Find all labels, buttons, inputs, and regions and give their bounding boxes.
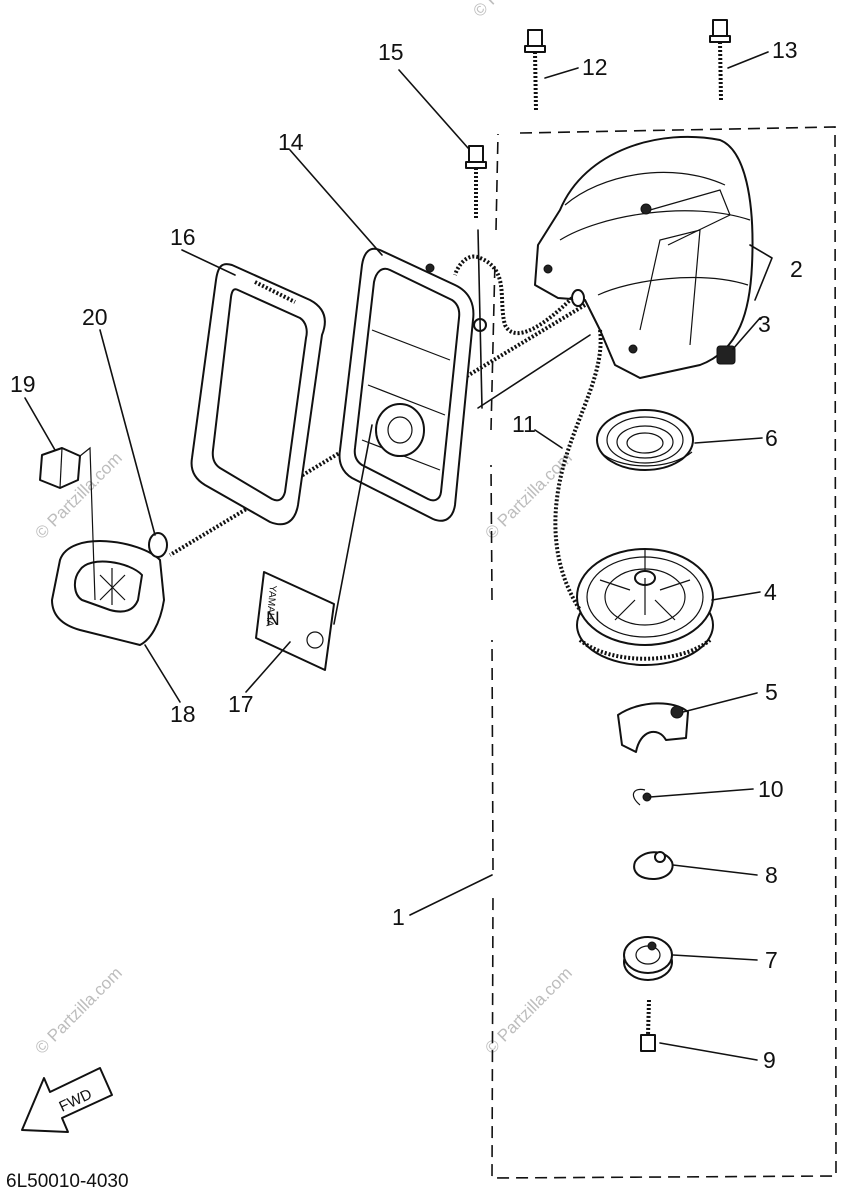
pawl-spring: [632, 788, 646, 806]
callout-1: 1: [392, 904, 405, 930]
callout-18: 18: [170, 701, 196, 727]
bolt-15: [465, 145, 487, 220]
assembly-boundary: [490, 126, 837, 1179]
label-17: YAMAHA N: [255, 571, 335, 671]
callout-19: 19: [10, 371, 36, 397]
leader-lines: [24, 51, 773, 1061]
friction-plate: [633, 851, 674, 880]
drum-sheave: [576, 548, 714, 666]
callout-17: 17: [228, 691, 254, 717]
callout-14: 14: [278, 129, 304, 155]
callout-15: 15: [378, 39, 404, 65]
watermark-5: © Partzilla.com: [0, 0, 64, 21]
callout-5: 5: [765, 679, 778, 705]
drive-plate: [623, 936, 673, 981]
callout-7: 7: [765, 947, 778, 973]
label-plate-mark: N: [266, 609, 280, 630]
knot-20: [148, 532, 168, 558]
callout-4: 4: [764, 579, 777, 605]
recoil-spring: [596, 409, 694, 471]
callout-12: 12: [582, 54, 608, 80]
label-plate-brand: YAMAHA: [263, 585, 278, 628]
callout-8: 8: [765, 862, 778, 888]
bolt-12: [524, 29, 546, 111]
callout-10: 10: [758, 776, 784, 802]
callout-3: 3: [758, 311, 771, 337]
callout-13: 13: [772, 37, 798, 63]
plate-14: [338, 247, 487, 522]
callout-16: 16: [170, 224, 196, 250]
watermark-4: © Partzilla.com: [481, 963, 575, 1057]
starter-case: [534, 135, 754, 379]
pawl-pin: [670, 705, 684, 719]
collar-3: [716, 345, 736, 365]
watermark-6: © Partzilla.com: [469, 0, 563, 21]
callout-9: 9: [763, 1047, 776, 1073]
callout-11: 11: [512, 411, 536, 437]
part-code: 6L50010-4030: [6, 1171, 129, 1192]
bolt-13: [709, 19, 731, 101]
watermark-2: © Partzilla.com: [481, 448, 575, 542]
callout-6: 6: [765, 425, 778, 451]
handle-cable: [168, 303, 587, 557]
watermarks: © Partzilla.com © Partzilla.com © Partzi…: [0, 0, 576, 1058]
watermark-3: © Partzilla.com: [31, 963, 125, 1057]
callout-2: 2: [790, 256, 803, 282]
handle-18: [51, 540, 165, 646]
rope-guide-run: [453, 254, 574, 336]
seal-19: [39, 446, 96, 601]
bolt-9: [640, 999, 656, 1052]
pawl: [617, 702, 689, 753]
seal-16: [190, 263, 326, 526]
callout-20: 20: [82, 304, 108, 330]
callouts: 1 2 3 4 5 6 7 8 9 10 11 12 13 14 15 16 1…: [10, 37, 803, 1073]
fwd-arrow: FWD: [21, 1067, 113, 1133]
